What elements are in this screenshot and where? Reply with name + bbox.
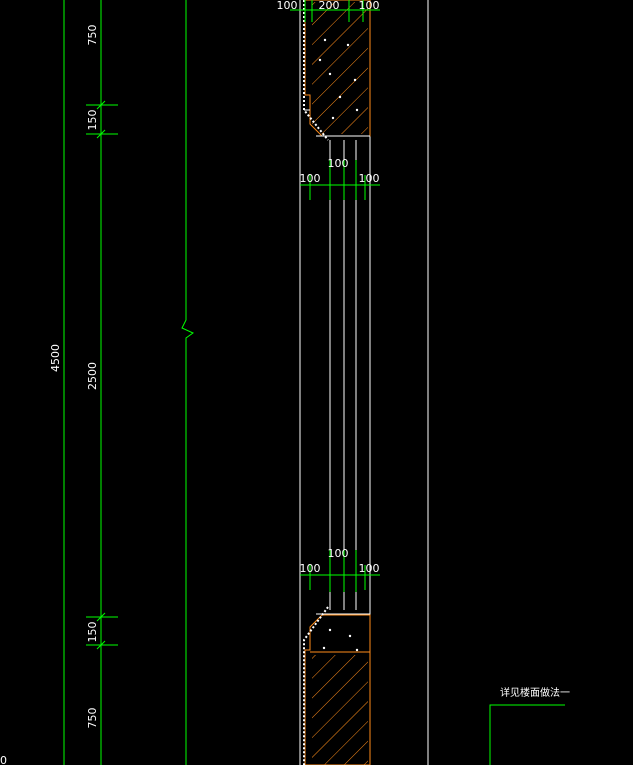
dimension-bottom-chamfer: 150: [86, 622, 99, 643]
horizontal-dimension-lines: [290, 0, 565, 765]
bottom-plaster-layer: [303, 606, 329, 765]
lower-opening-dimension-left: 100: [300, 562, 321, 575]
dimension-chain-left: [63, 0, 194, 765]
note-leader-line: [489, 704, 565, 765]
dimension-tick: [96, 612, 106, 622]
lower-opening-dimension-middle: 100: [328, 547, 349, 560]
dimension-total: 4500: [49, 344, 62, 372]
break-line: [181, 0, 194, 765]
top-beam-concrete: [304, 0, 371, 137]
dimension-middle: 2500: [86, 362, 99, 390]
concrete-aggregate: [318, 38, 359, 120]
top-beam-section: [303, 0, 371, 141]
floor-finish-note: 详见楼面做法一: [500, 686, 570, 699]
upper-opening-dimension-right: 100: [359, 172, 380, 185]
upper-opening-dimension-middle: 100: [328, 157, 349, 170]
dimension-top-band: 750: [86, 25, 99, 46]
dimension-bottom-band: 750: [86, 708, 99, 729]
bottom-beam-section: [303, 606, 371, 765]
top-dimension-left: 100: [277, 0, 298, 12]
top-dimension-right: 100: [359, 0, 380, 12]
top-dimension-middle: 200: [319, 0, 340, 12]
corner-label: 0: [0, 754, 7, 765]
dimension-top-chamfer: 150: [86, 110, 99, 131]
concrete-aggregate: [322, 628, 359, 652]
dimension-tick: [96, 640, 106, 650]
lower-opening-dimension-right: 100: [359, 562, 380, 575]
bottom-beam-hatch: [312, 655, 368, 765]
dimension-tick: [96, 100, 106, 110]
dimension-tick: [96, 129, 106, 139]
top-beam-hatch: [312, 2, 368, 134]
upper-opening-dimension-left: 100: [300, 172, 321, 185]
